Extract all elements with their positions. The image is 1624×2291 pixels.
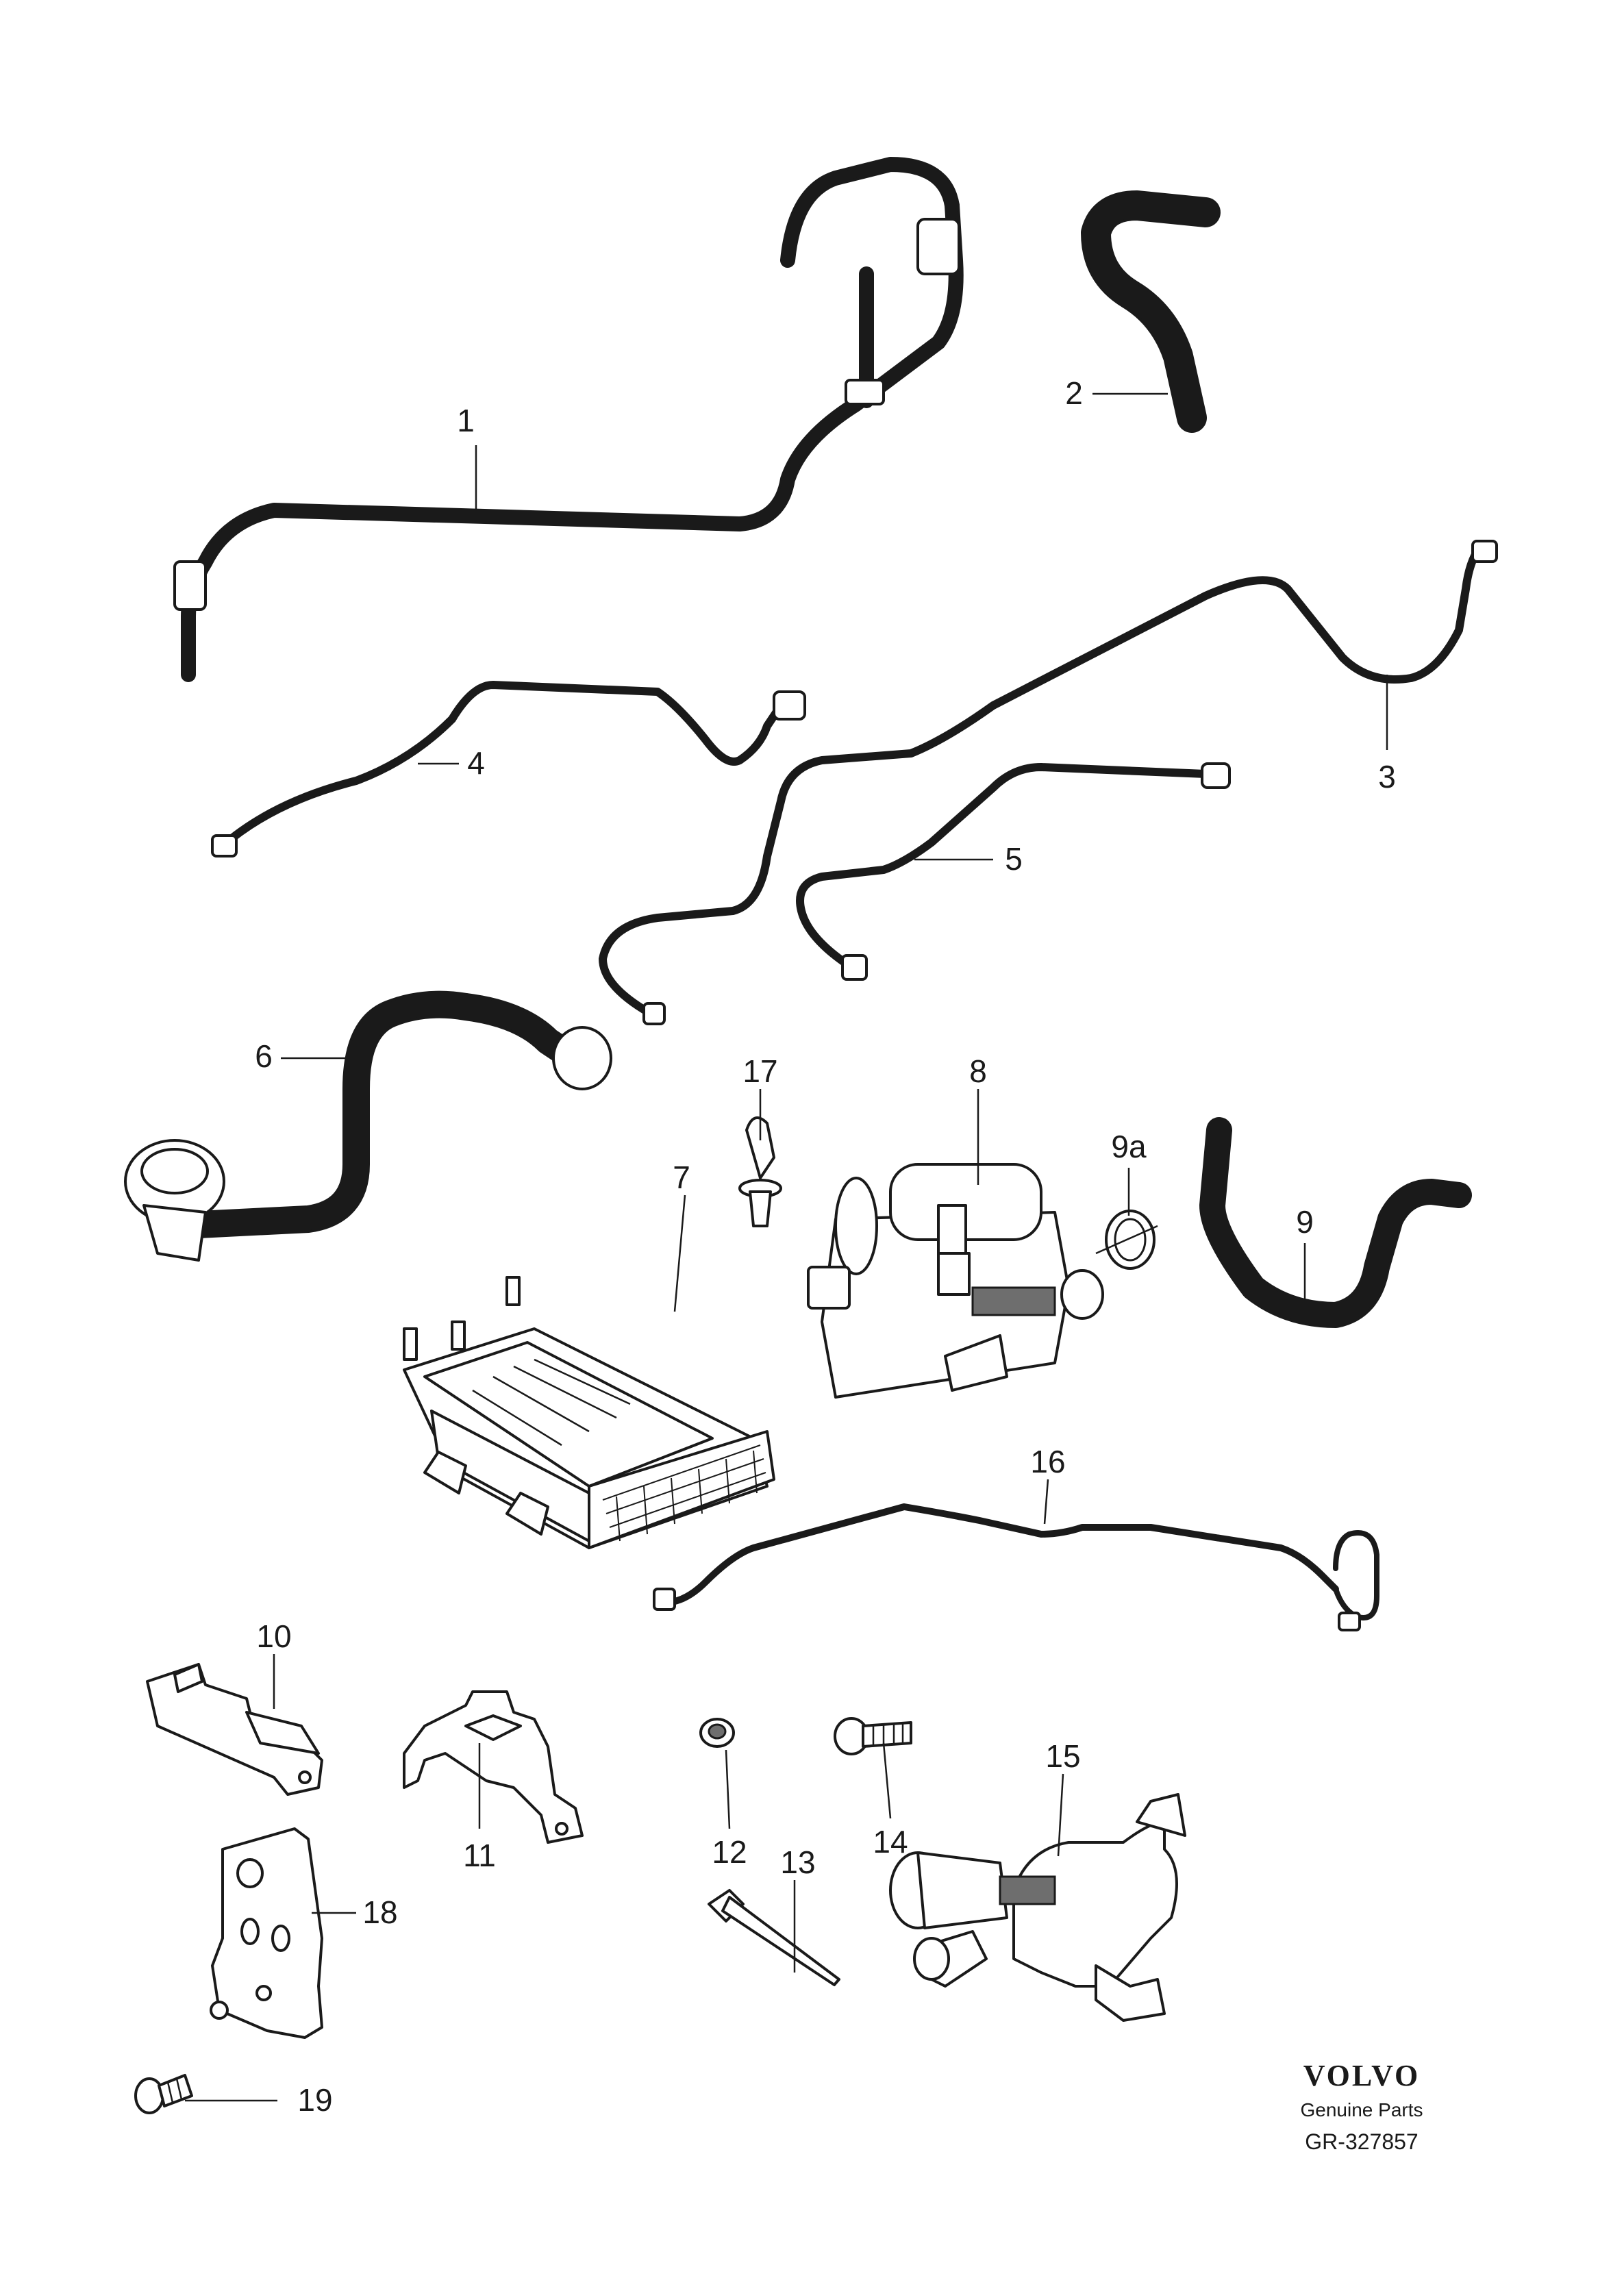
part-7-canister — [403, 1276, 775, 1549]
part-17-clip — [738, 1116, 782, 1227]
callout-15: 15 — [1045, 1738, 1080, 1774]
callout-9: 9 — [1296, 1204, 1314, 1240]
part-4-pipe — [211, 681, 806, 857]
part-3-pipe — [599, 540, 1498, 1025]
callout-8: 8 — [969, 1053, 987, 1089]
part-13-rivet — [708, 1889, 840, 1986]
volvo-logo: VOLVO — [1303, 2059, 1421, 2092]
part-1-hose — [173, 157, 964, 682]
callout-6: 6 — [255, 1038, 273, 1074]
part-15-valve — [889, 1793, 1186, 2022]
part-8-valve-unit — [807, 1163, 1104, 1399]
callout-5: 5 — [1005, 841, 1023, 877]
callout-19: 19 — [297, 2082, 332, 2118]
callout-14: 14 — [873, 1824, 908, 1860]
callout-9a: 9a — [1111, 1129, 1147, 1164]
part-16-pipe — [653, 1503, 1379, 1631]
callout-13: 13 — [780, 1844, 815, 1880]
brand-block: VOLVO Genuine Parts GR-327857 — [1301, 2059, 1423, 2154]
part-2-hose — [1081, 190, 1221, 433]
callout-7: 7 — [673, 1160, 690, 1195]
callout-16: 16 — [1030, 1444, 1065, 1479]
part-14-screw — [834, 1717, 912, 1755]
diagram-reference: GR-327857 — [1305, 2129, 1418, 2154]
callout-17: 17 — [742, 1053, 777, 1089]
part-18-bracket — [210, 1827, 323, 2039]
part-10-bracket — [146, 1663, 323, 1796]
part-9a-clamp — [1095, 1210, 1158, 1270]
callout-12: 12 — [712, 1834, 747, 1870]
callout-18: 18 — [362, 1894, 397, 1930]
part-19-bolt — [134, 2074, 193, 2114]
part-11-bracket — [403, 1690, 584, 1844]
part-9-hose — [1199, 1117, 1472, 1328]
brand-subtitle: Genuine Parts — [1301, 2099, 1423, 2120]
callout-3: 3 — [1378, 759, 1396, 794]
part-12-nut — [699, 1718, 735, 1748]
callout-1: 1 — [457, 403, 475, 438]
leader-lines — [185, 392, 1388, 2102]
callout-2: 2 — [1065, 375, 1083, 411]
callout-11: 11 — [463, 1838, 496, 1873]
callout-10: 10 — [256, 1618, 291, 1654]
part-5-pipe — [796, 762, 1231, 981]
part-6-hose — [124, 990, 612, 1262]
callout-labels: 1 2 3 4 5 6 7 8 9a 9 10 11 12 13 14 15 1… — [255, 375, 1396, 2118]
callout-4: 4 — [467, 745, 485, 781]
